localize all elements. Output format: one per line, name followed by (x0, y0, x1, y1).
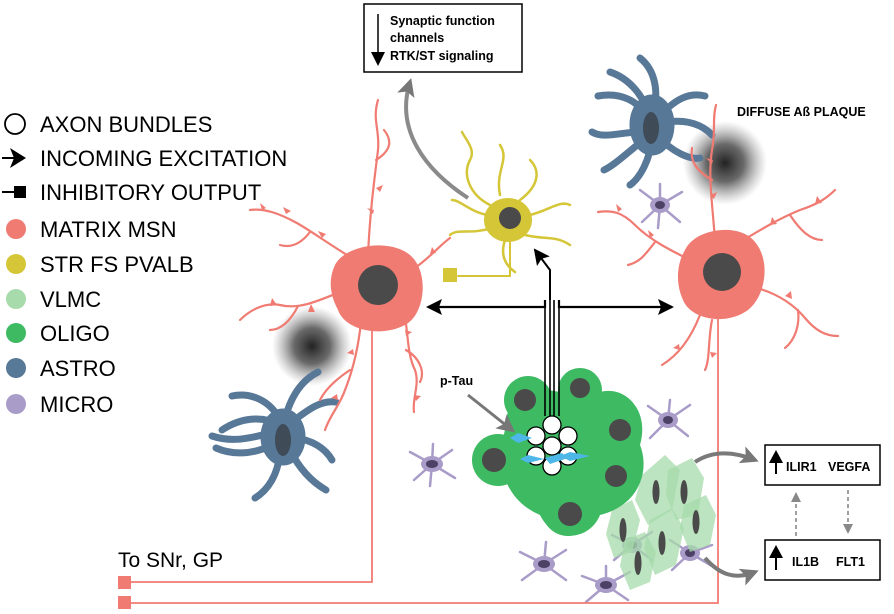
ptau-arrow (467, 393, 516, 433)
legend-label: ASTRO (40, 356, 116, 381)
microglia-cell (638, 182, 684, 230)
box-upper-gene-b: VEGFA (828, 460, 870, 474)
legend-item-matrix-msn: MATRIX MSN (6, 217, 176, 242)
arrow-up-icon (769, 545, 783, 570)
microglia-cell (408, 442, 457, 488)
arrow-up-icon (769, 450, 783, 474)
box-lower-gene-a: IL1B (792, 555, 819, 569)
legend-label: INCOMING EXCITATION (40, 146, 287, 171)
pvalb-interneuron (443, 130, 572, 282)
astrocyte-bottom (208, 368, 340, 502)
color-dot-icon (6, 323, 26, 343)
legend-label: STR FS PVALB (40, 252, 194, 277)
axon-bundle-icon (4, 113, 26, 135)
legend-item-vlmc: VLMC (6, 287, 101, 312)
vlmc-to-upper-box-arrow (693, 446, 759, 464)
legend-label: AXON BUNDLES (40, 112, 212, 137)
axon-bundle (510, 415, 590, 476)
box-line-2: channels (390, 31, 444, 45)
synaptic-function-box: Synaptic function channels RTK/ST signal… (363, 3, 523, 73)
legend-label: VLMC (40, 287, 101, 312)
legend-item-oligo: OLIGO (6, 321, 110, 346)
box-upper: ILIR1 VEGFA (764, 444, 881, 486)
plaque-label: DIFFUSE Aß PLAQUE (737, 105, 866, 119)
astrocyte-top (588, 54, 716, 189)
inhibitory-square-icon (2, 186, 26, 198)
legend-label: MICRO (40, 392, 113, 417)
axon-projections (426, 248, 674, 416)
legend-item-str-fs-pvalb: STR FS PVALB (6, 252, 194, 277)
amyloid-plaque-lower (272, 306, 352, 386)
legend-item-micro: MICRO (6, 392, 113, 417)
box-lower: IL1B FLT1 (764, 539, 881, 581)
color-dot-icon (6, 358, 26, 378)
box-lower-gene-b: FLT1 (836, 555, 865, 569)
microglia-cell (518, 540, 568, 582)
ptau-label: p-Tau (440, 374, 473, 388)
microglia-cell (646, 398, 692, 440)
box-line-3: RTK/ST signaling (390, 49, 493, 63)
msn-right (596, 103, 840, 372)
legend-item-astro: ASTRO (6, 356, 116, 381)
output-label: To SNr, GP (118, 549, 223, 572)
legend-item-incoming-excitation: INCOMING EXCITATION (2, 146, 287, 171)
color-dot-icon (6, 219, 26, 239)
vlmc-to-lower-box-arrow (703, 556, 759, 586)
legend-label: MATRIX MSN (40, 217, 176, 242)
vlmc-cluster (606, 455, 716, 590)
arrow-down-icon (371, 14, 385, 66)
color-dot-icon (6, 394, 26, 414)
legend-item-axon-bundles: AXON BUNDLES (4, 112, 212, 137)
color-dot-icon (6, 289, 26, 309)
output-terminal-lower (118, 596, 131, 609)
microglia-cluster (408, 182, 714, 604)
microglia-cell (580, 564, 632, 604)
legend-item-inhibitory-output: INHIBITORY OUTPUT (2, 180, 261, 205)
legend-label: INHIBITORY OUTPUT (40, 180, 261, 205)
box-line-1: Synaptic function (390, 14, 495, 28)
pvalb-to-box-arrow (397, 78, 470, 200)
amyloid-plaque-upper (683, 121, 767, 205)
output-terminal-upper (118, 576, 131, 589)
legend-label: OLIGO (40, 321, 110, 346)
arrow-right-icon (2, 148, 26, 168)
inhibitory-output-lines (130, 316, 719, 604)
box-upper-gene-a: ILIR1 (786, 460, 817, 474)
legend: AXON BUNDLES INCOMING EXCITATION INHIBIT… (2, 112, 287, 417)
msn-left (238, 98, 452, 432)
color-dot-icon (6, 254, 26, 274)
